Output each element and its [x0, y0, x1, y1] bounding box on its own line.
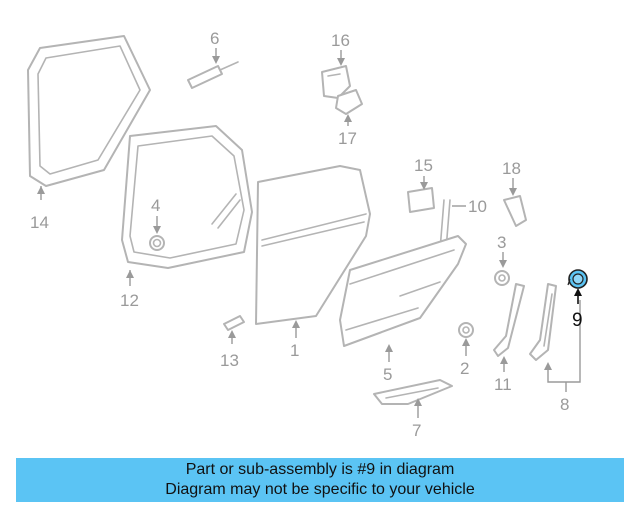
callout-8: 8 — [560, 395, 569, 414]
callout-9: 9 — [572, 310, 583, 331]
callout-18: 18 — [502, 159, 521, 178]
part-13-plug — [223, 315, 245, 331]
leader-8 — [547, 300, 581, 383]
callout-12: 12 — [120, 291, 139, 310]
leader-15-arrow — [420, 182, 428, 190]
banner-line-1: Part or sub-assembly is #9 in diagram — [185, 461, 455, 478]
callout-1: 1 — [290, 341, 299, 360]
part-9-clip-highlighted — [567, 269, 588, 289]
callout-14: 14 — [30, 213, 49, 232]
leader-14-arrow — [37, 186, 45, 194]
part-5-trim-panel — [339, 235, 467, 347]
leader-7-arrow — [414, 398, 422, 406]
banner-line-2: Diagram may not be specific to your vehi… — [165, 481, 475, 498]
callout-3: 3 — [497, 233, 506, 252]
callout-5: 5 — [383, 365, 392, 384]
callout-17: 17 — [338, 129, 357, 148]
leader-8-arrow — [544, 362, 552, 370]
leader-5-arrow — [385, 344, 393, 352]
leader-3-arrow — [499, 260, 507, 268]
part-2-clip — [458, 322, 474, 338]
part-11-weatherstrip — [493, 283, 525, 357]
part-15-pad — [407, 187, 435, 213]
callout-16: 16 — [331, 31, 350, 50]
leader-17-arrow — [344, 114, 352, 122]
leader-1-arrow — [292, 320, 300, 328]
leader-13-arrow — [228, 330, 236, 338]
leader-9-arrow — [574, 288, 582, 296]
part-8-garnish — [529, 283, 557, 361]
callout-11: 11 — [494, 375, 512, 394]
part-7-armrest — [373, 379, 453, 405]
callout-7: 7 — [412, 421, 421, 440]
callout-10: 10 — [468, 197, 487, 216]
part-14-weatherstrip — [27, 35, 151, 187]
part-12-glass-run — [121, 125, 253, 269]
leader-16-arrow — [337, 58, 345, 66]
leader-12-arrow — [126, 270, 134, 278]
part-17-clip — [335, 89, 363, 115]
part-3-clip — [494, 270, 510, 286]
part-4-grommet — [149, 235, 165, 251]
callout-2: 2 — [460, 359, 469, 378]
leader-11-arrow — [500, 356, 508, 364]
part-1-door-shell — [255, 165, 371, 325]
part-6-screw — [187, 61, 239, 89]
leader-6-arrow — [212, 56, 220, 64]
callout-4: 4 — [151, 196, 160, 215]
leader-4-arrow — [153, 226, 161, 234]
callout-15: 15 — [414, 156, 433, 175]
leader-2-arrow — [462, 338, 470, 346]
info-banner: Part or sub-assembly is #9 in diagram Di… — [16, 458, 624, 502]
part-18-fastener — [503, 195, 527, 227]
part-16-bracket — [321, 65, 351, 99]
leader-18-arrow — [509, 188, 517, 196]
callout-13: 13 — [220, 351, 239, 370]
callout-6: 6 — [210, 29, 219, 48]
